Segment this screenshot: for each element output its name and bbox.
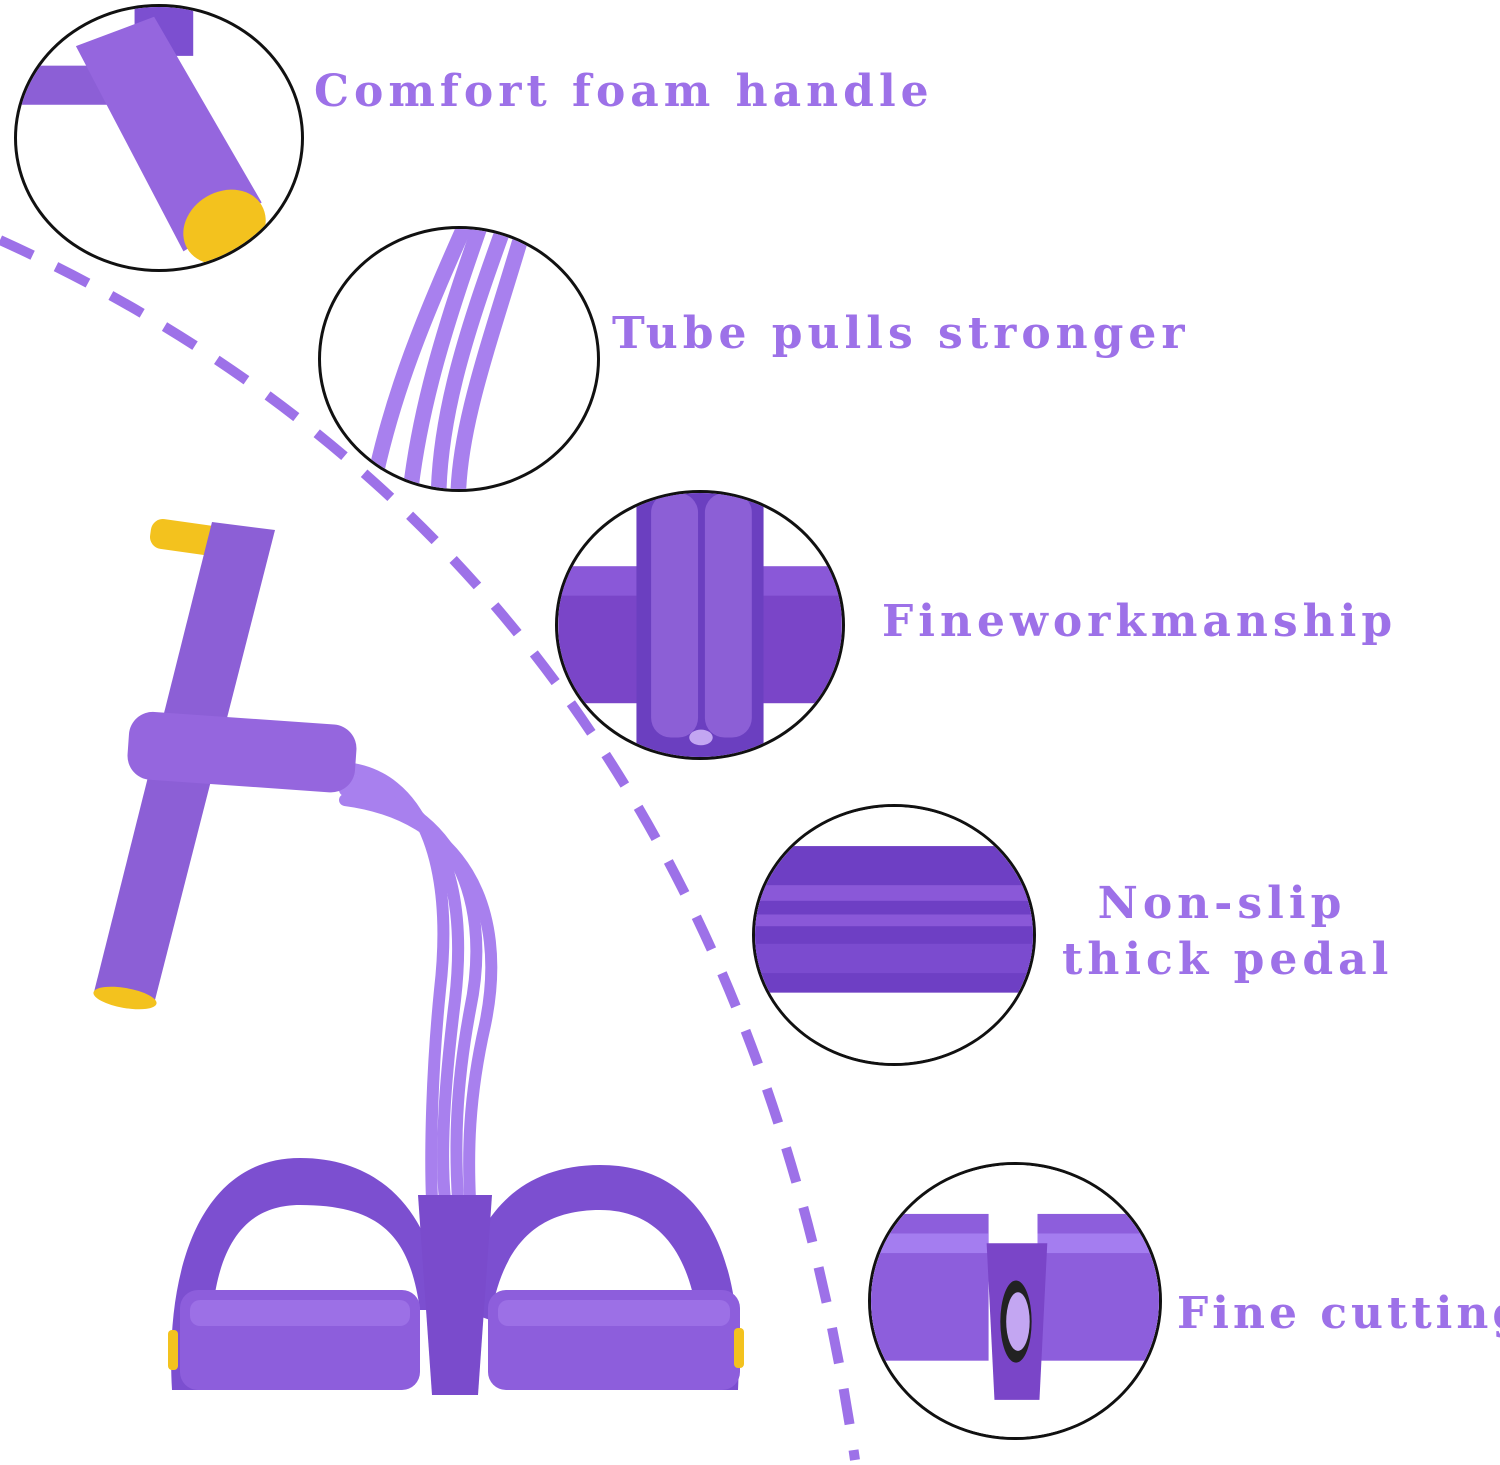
- feature-label-pedal-line1: Non-slip: [1097, 878, 1347, 929]
- detail-circle-cutting: [868, 1162, 1162, 1440]
- detail-circle-handle: [14, 4, 304, 272]
- feature-label-cutting: Fine cutting: [1177, 1288, 1500, 1339]
- resistance-tubes-icon: [339, 762, 498, 1206]
- detail-circle-tube: [318, 226, 600, 492]
- feature-label-workmanship: Fineworkmanship: [882, 596, 1398, 647]
- handle-closeup-icon: [17, 7, 266, 265]
- feature-label-handle: Comfort foam handle: [314, 66, 934, 117]
- feature-label-pedal-line2: thick pedal: [1062, 934, 1394, 985]
- cutting-closeup-icon: [871, 1165, 1159, 1437]
- detail-circle-pedal: [752, 804, 1036, 1066]
- tube-closeup-icon: [364, 229, 532, 489]
- foot-pedal-icon: [168, 1158, 744, 1395]
- detail-circle-workmanship: [555, 490, 845, 760]
- workmanship-closeup-icon: [558, 493, 842, 757]
- feature-label-pedal: Non-slip thick pedal: [1062, 876, 1394, 988]
- feature-label-tube: Tube pulls stronger: [612, 308, 1190, 359]
- pedal-closeup-icon: [755, 807, 1033, 1063]
- foam-handle-icon: [93, 519, 357, 1010]
- dashed-arc: [0, 235, 860, 1461]
